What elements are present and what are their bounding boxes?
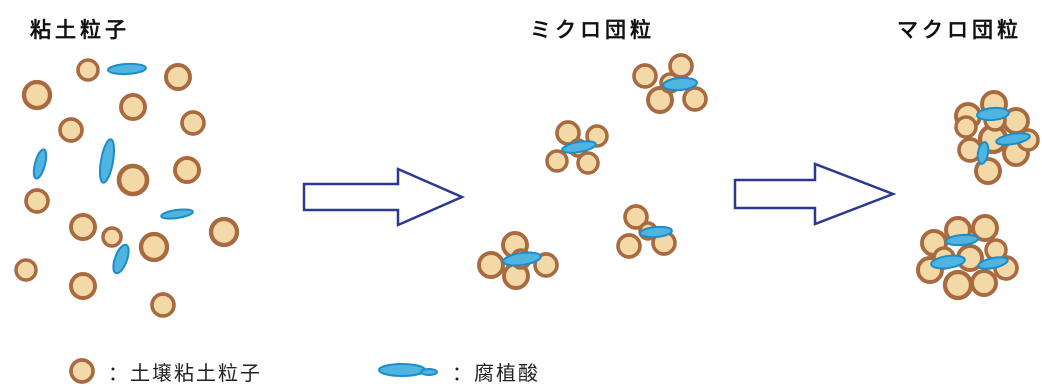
humic-acid-blob (976, 141, 990, 165)
macro-aggregate-particle (970, 269, 998, 297)
arrow-micro-to-macro (733, 162, 897, 226)
legend-humic-tail (420, 368, 438, 376)
micro-aggregate-particle (576, 151, 600, 175)
clay-particle (116, 163, 150, 197)
humic-acid-blob (977, 256, 1009, 270)
micro-aggregate-particle (623, 204, 649, 230)
clay-particle (14, 258, 38, 282)
humic-acid-blob (160, 208, 194, 220)
humic-acid-blob (107, 62, 147, 76)
legend-particle-symbol (69, 358, 95, 384)
humic-acid-blob (561, 140, 597, 154)
humic-acid-blob (662, 76, 698, 92)
legend-particle-label: ：土壌粘土粒子 (108, 361, 262, 385)
humic-acid-blob (976, 106, 1010, 122)
clay-particle (138, 231, 170, 263)
micro-aggregate-particle (545, 149, 569, 173)
clay-particle (69, 272, 97, 300)
clay-particle (180, 110, 206, 136)
clay-particle (69, 213, 97, 241)
clay-particle (150, 292, 176, 318)
micro-aggregate-particle (646, 86, 674, 114)
micro-aggregate-particle (632, 63, 658, 89)
legend-humic-symbol (378, 363, 426, 377)
arrows-layer (302, 162, 897, 227)
humic-acid-blob (930, 254, 966, 270)
clay-particle (24, 188, 50, 214)
micro-aggregate-particle (533, 252, 559, 278)
clay-particle (208, 216, 240, 248)
macro-aggregate-heading: マクロ団粒 (897, 18, 1022, 42)
micro-aggregate-heading: ミクロ団粒 (530, 18, 655, 42)
clay-particle (119, 93, 147, 121)
humic-acid-blob (945, 233, 979, 247)
clay-particles-heading: 粘土粒子 (30, 18, 130, 42)
arrow-clay-to-micro (302, 167, 466, 227)
legend-humic-label: ：腐植酸 (452, 361, 540, 385)
humic-acid-layer (32, 62, 1031, 377)
micro-aggregate-particle (682, 86, 708, 112)
micro-aggregate-particle (477, 251, 505, 279)
humic-acid-blob (502, 251, 542, 267)
macro-aggregate-particle (954, 115, 978, 139)
clay-particle (173, 156, 201, 184)
humic-acid-blob (639, 225, 673, 239)
clay-particle (76, 58, 100, 82)
humic-acid-blob (112, 243, 130, 275)
macro-aggregate-particle (942, 269, 974, 301)
micro-aggregate-particle (616, 233, 642, 259)
clay-particle (101, 226, 123, 248)
humic-acid-blob (995, 132, 1031, 146)
clay-particle (21, 79, 53, 111)
humic-acid-blob (98, 138, 116, 184)
macro-aggregate-particle (974, 157, 1002, 185)
clay-particle (164, 63, 192, 91)
macro-aggregate-particle (971, 214, 999, 242)
clay-particle (58, 117, 84, 143)
humic-acid-blob (32, 148, 48, 180)
